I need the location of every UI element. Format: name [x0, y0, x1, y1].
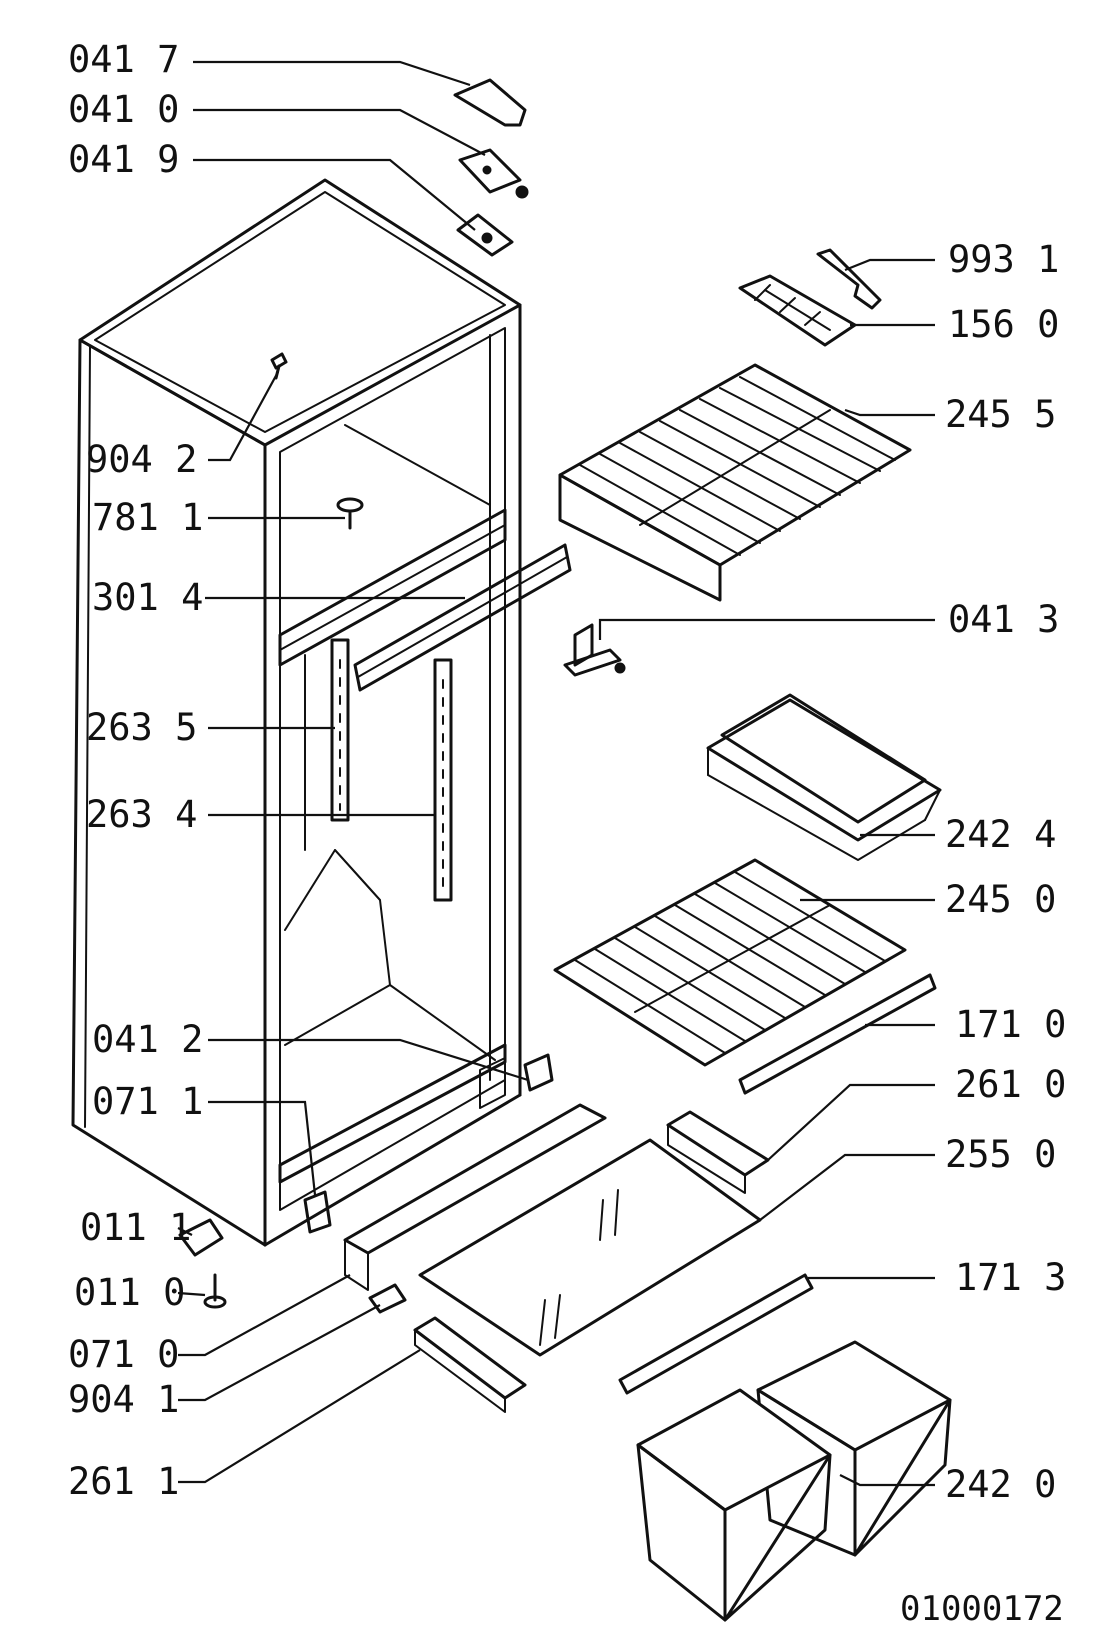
label-255-0: 255 0 — [945, 1133, 1056, 1176]
bottom-hinge-bracket — [523, 1053, 554, 1092]
corner-bracket — [303, 1190, 332, 1234]
leader-lines — [177, 60, 935, 1487]
label-263-4: 263 4 — [86, 793, 197, 836]
top-hinge-cover — [453, 78, 527, 127]
shelf-rail-left — [413, 1316, 527, 1413]
label-041-2: 041 2 — [92, 1018, 203, 1061]
lamp-holder — [336, 497, 364, 530]
label-904-1: 904 1 — [68, 1378, 179, 1421]
drawing-code: 01000172 — [900, 1589, 1064, 1629]
trim-strip-171-3 — [618, 1273, 814, 1395]
label-071-0: 071 0 — [68, 1333, 179, 1376]
label-261-0: 261 0 — [955, 1063, 1066, 1106]
label-245-0: 245 0 — [945, 878, 1056, 921]
label-301-4: 301 4 — [92, 576, 203, 619]
ice-cube-tray — [738, 274, 857, 347]
label-242-0: 242 0 — [945, 1463, 1056, 1506]
fridge-wire-shelf — [553, 858, 907, 1067]
hinge-plate — [456, 213, 514, 257]
label-993-1: 993 1 — [948, 238, 1059, 281]
trim-strip-171-0 — [738, 973, 937, 1095]
label-261-1: 261 1 — [68, 1460, 179, 1503]
label-041-0: 041 0 — [68, 88, 179, 131]
label-041-7: 041 7 — [68, 38, 179, 81]
ice-scraper — [816, 248, 882, 310]
label-781-1: 781 1 — [92, 496, 203, 539]
label-904-2: 904 2 — [86, 438, 197, 481]
shelf-rail-right — [666, 1110, 770, 1194]
label-171-3: 171 3 — [955, 1256, 1066, 1299]
crisper-bin-front — [636, 1388, 832, 1622]
label-242-4: 242 4 — [945, 813, 1056, 856]
foot-bracket — [178, 1218, 224, 1257]
label-041-3: 041 3 — [948, 598, 1059, 641]
crisper-cover — [706, 693, 942, 861]
part-number-labels: 041 7 041 0 041 9 993 1 156 0 245 5 904 … — [68, 38, 1066, 1629]
divider-strip — [353, 543, 572, 692]
label-156-0: 156 0 — [948, 303, 1059, 346]
shelf-support-left — [330, 638, 350, 822]
top-hinge — [458, 148, 529, 199]
screw-904-2 — [270, 352, 288, 380]
label-071-1: 071 1 — [92, 1080, 203, 1123]
refrigerator-cabinet — [71, 178, 522, 1247]
bottom-front-rail — [343, 1103, 607, 1291]
label-263-5: 263 5 — [86, 706, 197, 749]
glass-shelf — [418, 1138, 762, 1357]
adjustable-foot — [203, 1273, 227, 1309]
label-011-0: 011 0 — [74, 1271, 185, 1314]
shelf-support-right — [433, 658, 453, 902]
middle-hinge — [563, 623, 626, 677]
label-171-0: 171 0 — [955, 1003, 1066, 1046]
label-245-5: 245 5 — [945, 393, 1056, 436]
freezer-wire-shelf — [558, 363, 912, 602]
label-011-1: 011 1 — [80, 1206, 191, 1249]
label-041-9: 041 9 — [68, 138, 179, 181]
